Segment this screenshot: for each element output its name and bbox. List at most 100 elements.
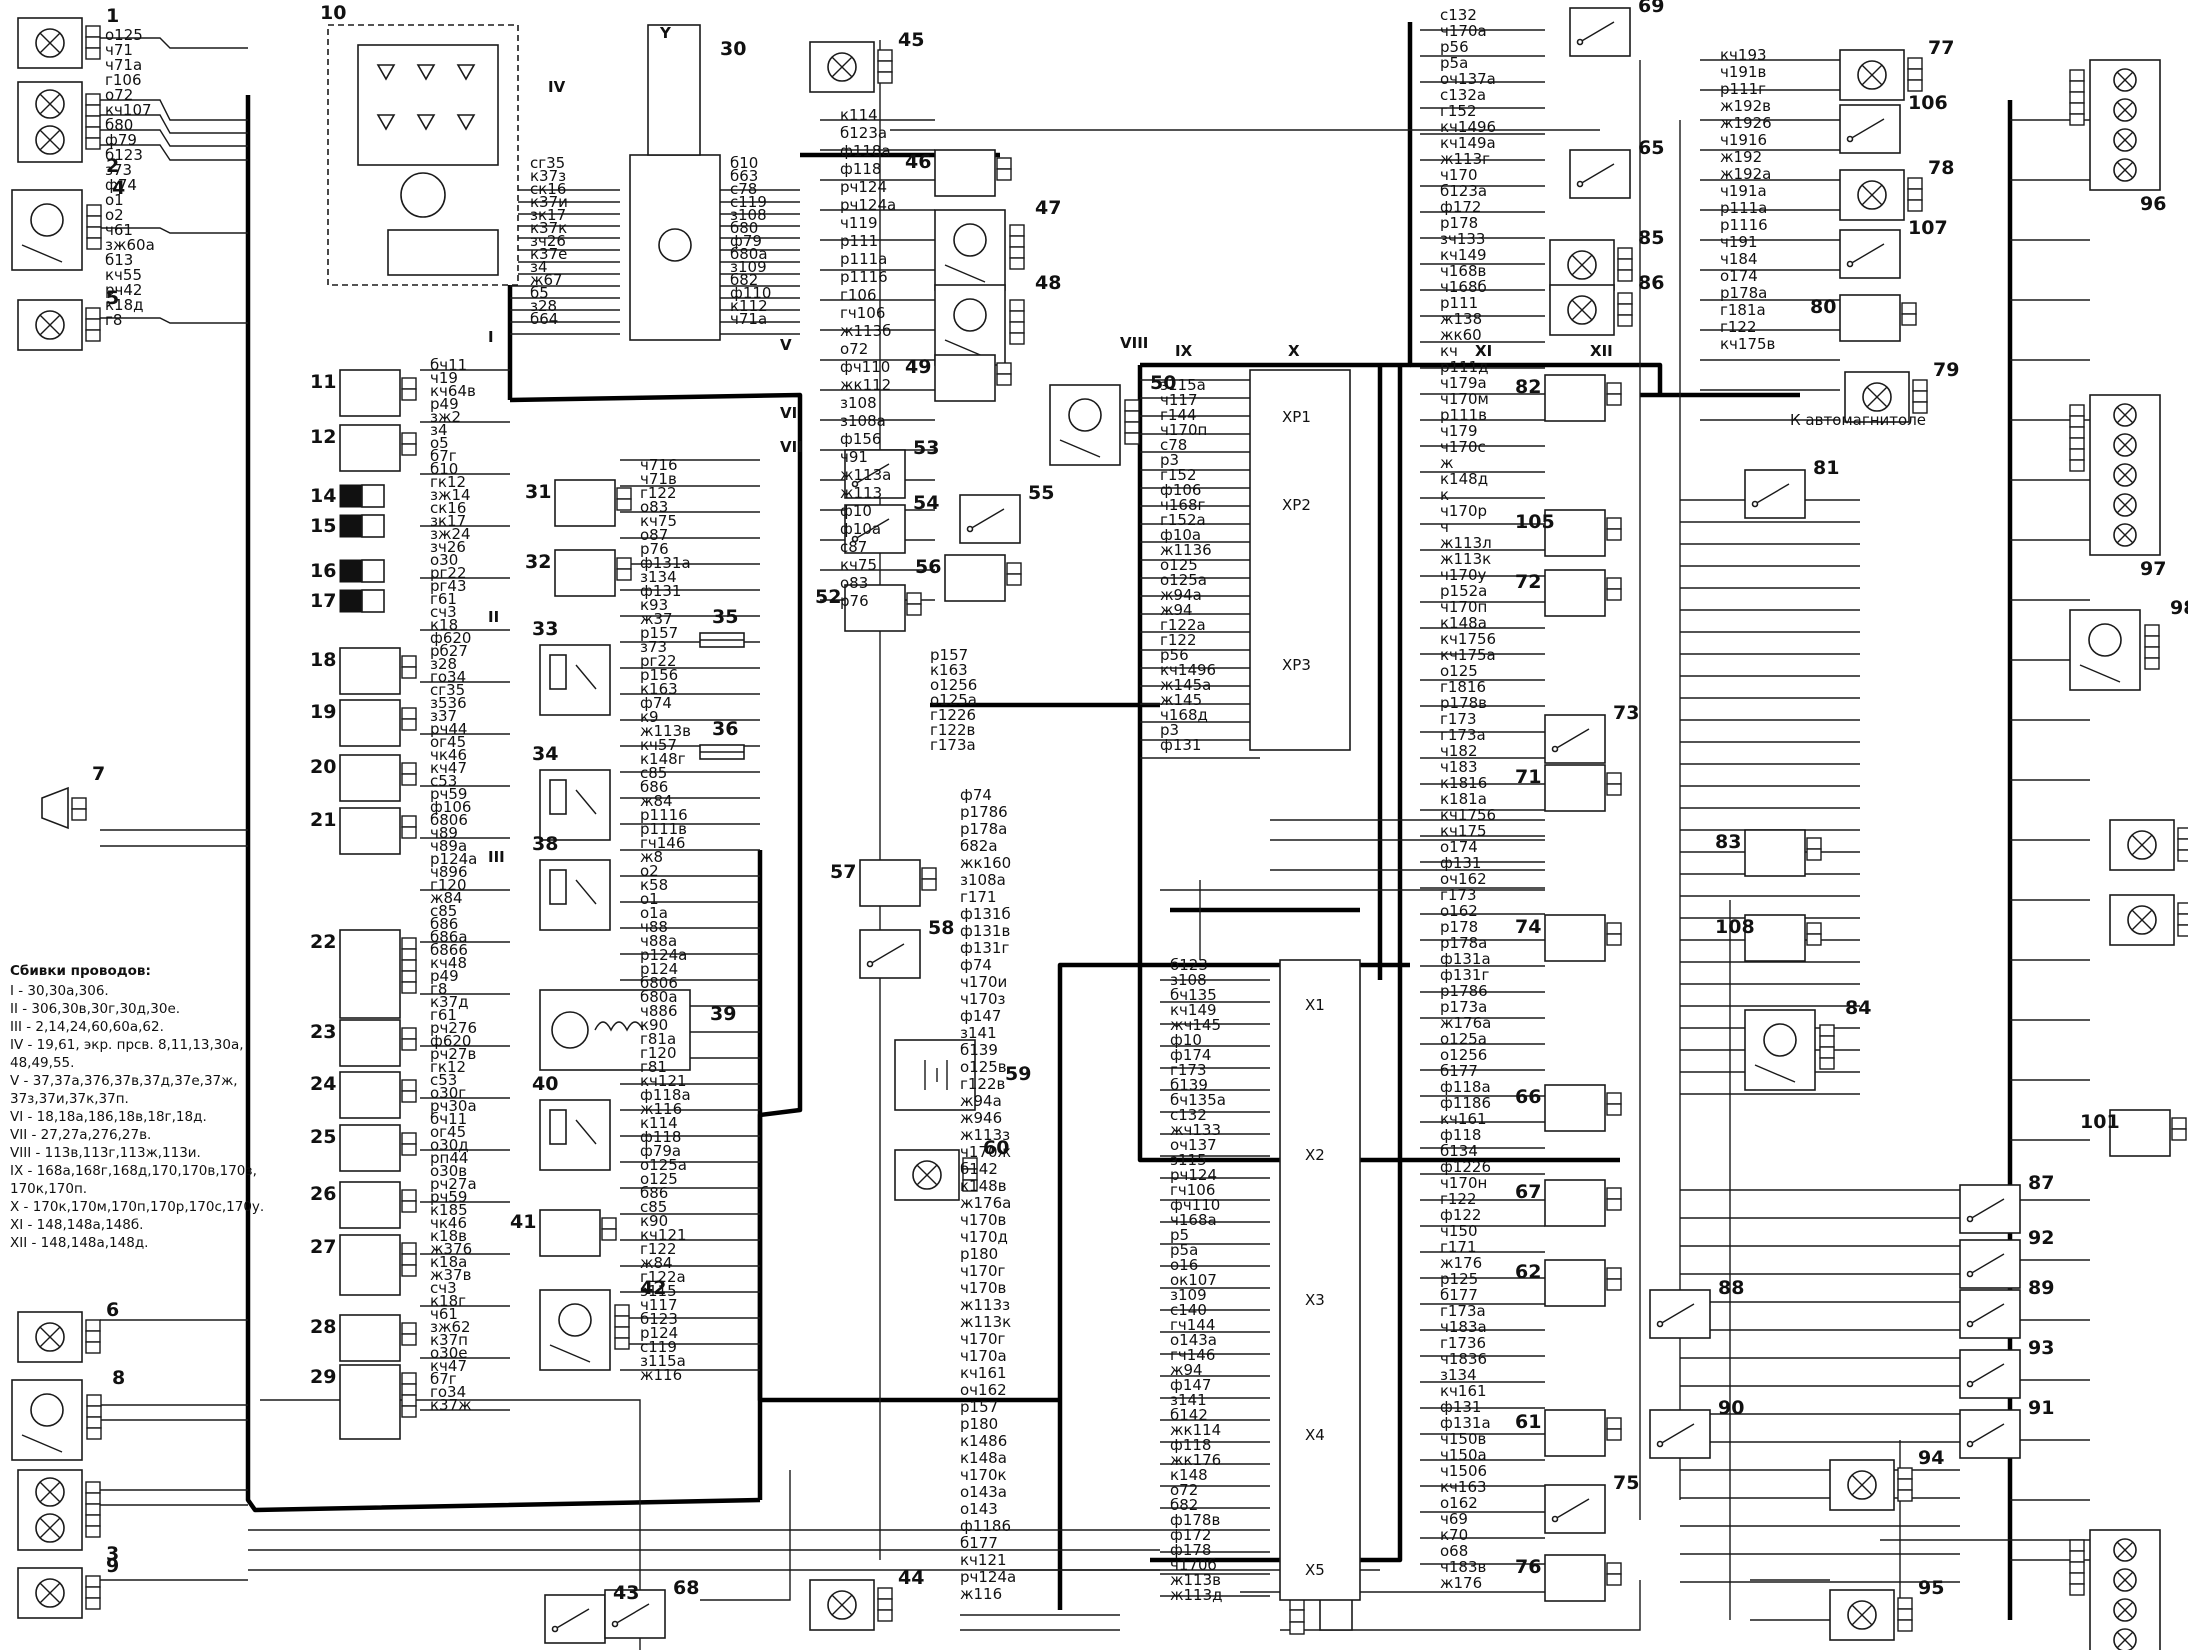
connector-label: X1 <box>1305 996 1325 1014</box>
wire-label: г173 <box>1440 886 1477 904</box>
component-number-c65: 65 <box>1638 137 1664 159</box>
wire-label: б80а <box>730 245 768 263</box>
wire-label: о30д <box>430 1136 469 1154</box>
wire-label: ж176 <box>1440 1254 1482 1272</box>
wire-label: г1736 <box>1440 1334 1486 1352</box>
wire-label: з73 <box>640 638 667 656</box>
relay-contact <box>575 879 597 905</box>
connector-pin <box>1907 177 1923 190</box>
component-number-c40: 40 <box>532 1073 558 1095</box>
connector-pin <box>85 1597 101 1610</box>
wire-label: з115а <box>640 1352 686 1370</box>
wire-label: ж94а <box>1160 586 1202 604</box>
lamp-cross <box>39 1517 61 1539</box>
wire-label: зж60а <box>105 236 155 254</box>
component-number-c94: 94 <box>1918 1447 1944 1469</box>
wire-label: к148а <box>960 1449 1007 1467</box>
module-box <box>1544 509 1606 557</box>
module-box <box>339 929 401 1019</box>
connector-pin <box>996 168 1012 181</box>
component-c86 <box>1549 284 1633 336</box>
wire-label: г8 <box>105 311 122 329</box>
connector-pin <box>906 592 922 605</box>
wire-label: ч150 <box>1440 1222 1478 1240</box>
connector-pin <box>1901 313 1917 326</box>
wire-label: б142 <box>1170 1406 1208 1424</box>
wire-label: гч144 <box>1170 1316 1215 1334</box>
wire-label: з108 <box>1170 971 1207 989</box>
legend-item: VI - 18,18а,186,18в,18г,18д. <box>10 1109 207 1125</box>
wire-label: кч <box>1440 342 1458 360</box>
switch-blade <box>1969 1303 2005 1325</box>
component-c38 <box>539 859 611 931</box>
wire-label: ф131 <box>1440 854 1481 872</box>
component-number-c66: 66 <box>1515 1086 1541 1108</box>
wire-label: ч886 <box>640 1002 678 1020</box>
module-box <box>859 859 921 907</box>
lamp-cross <box>1571 254 1593 276</box>
wire-label: о125 <box>1440 662 1478 680</box>
connector-pin <box>85 1503 101 1516</box>
wire-label: о125 <box>640 1170 678 1188</box>
wire-label: ч168г <box>1160 496 1205 514</box>
connector-pin <box>71 808 87 821</box>
connector-pin <box>401 1143 417 1156</box>
wire-label: зч26 <box>430 538 466 556</box>
component-number-c80: 80 <box>1810 296 1836 318</box>
motor-icon <box>558 1303 592 1337</box>
wire-label: зк17 <box>430 512 466 530</box>
component-number-c86: 86 <box>1638 272 1664 294</box>
wire-label: о125а <box>1160 571 1207 589</box>
connector-pin <box>1617 269 1633 282</box>
legend-item: IX - 168а,168г,168д,170,170в,170з, 170к,… <box>10 1163 257 1197</box>
wire-label: ж113к <box>960 1313 1011 1331</box>
component-c93 <box>1959 1349 2021 1399</box>
component-c39 <box>539 989 691 1071</box>
connector-pin <box>2177 838 2188 851</box>
switch-housing <box>1569 7 1631 57</box>
module-box <box>1744 829 1806 877</box>
component-number-c52: 52 <box>815 586 841 608</box>
starter-motor <box>551 1011 589 1049</box>
wire-label: ск16 <box>430 499 466 517</box>
wire-label: к90 <box>640 1212 668 1230</box>
wire-label: ф10 <box>1170 1031 1202 1049</box>
connector-pin <box>1897 1489 1913 1502</box>
component-c85 <box>1549 239 1633 291</box>
wire-label: ф74 <box>105 176 137 194</box>
wire-label: кч47 <box>430 1357 467 1375</box>
horn-icon <box>41 786 69 830</box>
wire-label: г171 <box>1440 1238 1477 1256</box>
wire-label: кч107 <box>105 101 152 119</box>
switch-contact <box>1966 1380 1974 1388</box>
component-c75 <box>1544 1484 1606 1534</box>
switch-contact <box>1656 1440 1664 1448</box>
wire-label: б139 <box>960 1041 998 1059</box>
wire-label: р76 <box>840 592 869 610</box>
connector-pin <box>616 498 632 511</box>
component-c40 <box>539 1099 611 1171</box>
wire-label: ч170д <box>960 1228 1008 1246</box>
wire-label: ч19 <box>430 369 458 387</box>
connector-pin <box>1606 393 1622 406</box>
wire-label: ф118а <box>840 142 891 160</box>
wire-label: ж145а <box>1160 676 1211 694</box>
diode-icon <box>376 114 396 131</box>
wire <box>100 317 248 324</box>
connector-pin <box>401 1090 417 1103</box>
connector-pin <box>1606 922 1622 935</box>
wire-label: б123 <box>105 146 143 164</box>
component-number-c77: 77 <box>1928 37 1954 59</box>
component-c34 <box>539 769 611 841</box>
component-number-c2: 2 <box>106 155 119 177</box>
component-c72 <box>1544 569 1622 617</box>
module-box <box>1544 914 1606 962</box>
component-number-c57: 57 <box>830 861 856 883</box>
wire-label: б82а <box>960 837 998 855</box>
connector-pin <box>85 329 101 342</box>
wire-label: кч57 <box>640 736 677 754</box>
component-c82 <box>1544 374 1622 422</box>
component-c25 <box>339 1124 417 1172</box>
component-number-c50: 50 <box>1150 372 1176 394</box>
wire-label: ф118 <box>640 1128 681 1146</box>
